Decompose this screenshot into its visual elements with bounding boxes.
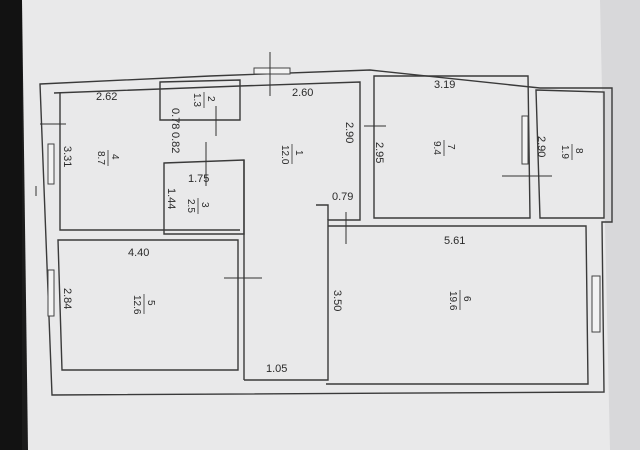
room-area: 1.9 (559, 145, 570, 159)
dim-room6-height: 3.50 (331, 290, 343, 311)
dim-hall-top: 2.60 (292, 87, 313, 99)
room-label-8: 8 1.9 (559, 144, 584, 160)
dim-room6-width: 5.61 (444, 235, 465, 247)
room-area: 1.3 (191, 93, 202, 107)
dim-hall-side-b: 2.95 (373, 142, 385, 163)
window-room6 (591, 275, 601, 333)
dim-room2-height: 0.78 (169, 108, 181, 129)
left-edge-shadow (0, 0, 22, 450)
window-left-lower (47, 269, 55, 317)
dim-room7-width: 3.19 (434, 79, 455, 91)
room-number: 1 (293, 150, 304, 156)
window-top-hall (253, 67, 291, 75)
room-number: 8 (573, 148, 584, 154)
dim-room2-bottom: 0.82 (169, 132, 181, 153)
room-number: 4 (109, 154, 120, 160)
room-area: 2.5 (185, 199, 196, 213)
paper-shadow (600, 0, 640, 450)
dim-room8-height: 2.90 (535, 136, 547, 157)
room-area: 9.4 (431, 141, 442, 155)
dim-room5-width: 4.40 (128, 247, 149, 259)
window-room7 (521, 115, 529, 165)
dim-room3-height: 1.44 (165, 188, 177, 209)
room-label-3: 3 2.5 (185, 198, 210, 214)
dim-hall-side-a: 2.90 (343, 122, 355, 143)
room-label-2: 2 1.3 (191, 92, 216, 108)
room-number: 7 (445, 144, 456, 150)
door-marks (35, 52, 552, 279)
room-label-7: 7 9.4 (431, 140, 456, 156)
dim-room4-height: 3.31 (61, 146, 73, 167)
outer-walls (39, 69, 613, 396)
room-number: 2 (205, 96, 216, 102)
room-area: 19.6 (447, 291, 458, 311)
dim-room3-width: 1.75 (188, 173, 209, 185)
room-label-6: 6 19.6 (447, 290, 472, 311)
dim-corridor-bottom: 1.05 (266, 363, 287, 375)
room-label-1: 1 12.0 (279, 144, 304, 165)
dim-gap: 0.79 (332, 191, 353, 203)
window-left-upper (47, 143, 55, 185)
room-area: 12.6 (131, 295, 142, 315)
windows (47, 67, 601, 333)
room-area: 8.7 (95, 151, 106, 165)
room-number: 5 (145, 300, 156, 306)
room-label-4: 4 8.7 (95, 150, 120, 166)
room-label-5: 5 12.6 (131, 294, 156, 315)
paper-sheet (22, 0, 640, 450)
room-number: 3 (199, 202, 210, 208)
dim-room5-height: 2.84 (61, 288, 73, 309)
room-area: 12.0 (279, 145, 290, 165)
dim-room4-width: 2.62 (96, 91, 117, 103)
room-number: 6 (461, 296, 472, 302)
